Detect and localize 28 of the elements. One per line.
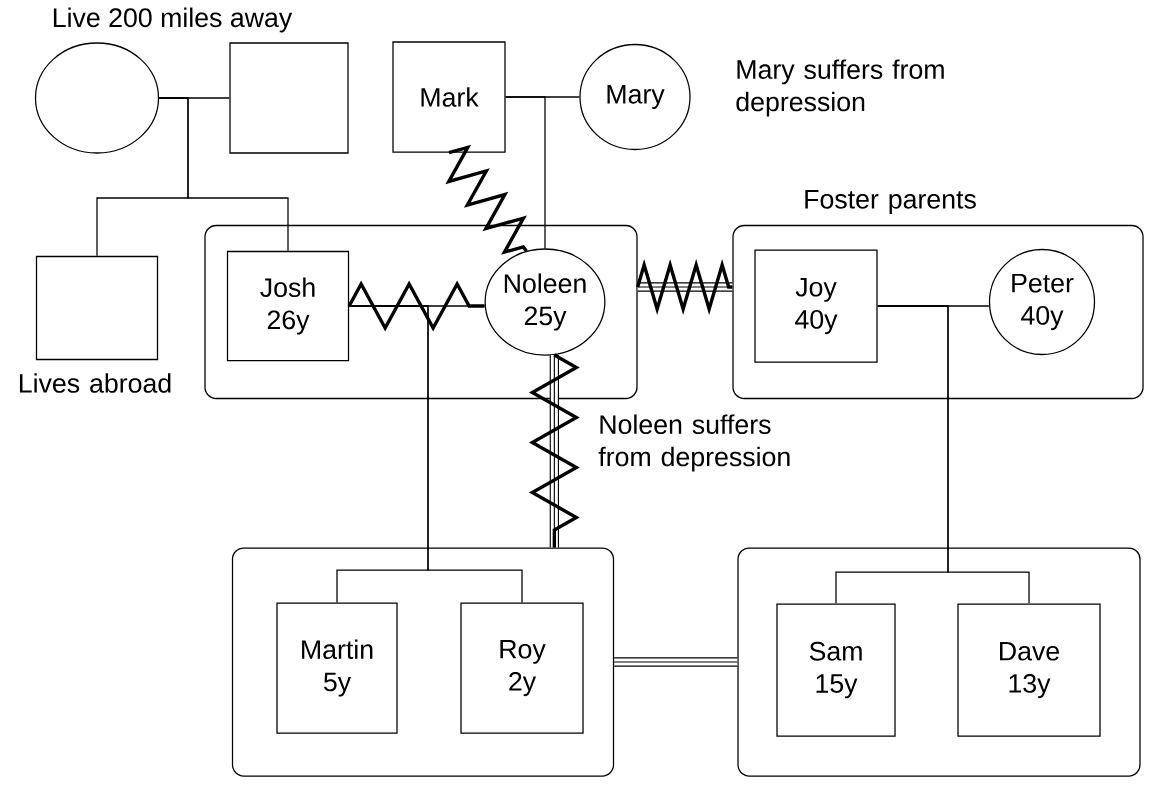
conflict-zigzag-line xyxy=(636,259,733,315)
close-relationship-line xyxy=(613,657,738,667)
annotation-text: Live 200 miles away xyxy=(53,7,293,33)
annotation-text: Foster parents xyxy=(805,190,976,214)
annotation-text: Lives abroad xyxy=(19,373,171,393)
conflict-zigzag-line xyxy=(528,353,580,548)
male-square: Dave 13y xyxy=(957,603,1101,737)
male-square xyxy=(229,42,349,154)
relationship-line xyxy=(877,305,1030,604)
male-square: Mark xyxy=(392,41,506,153)
female-circle xyxy=(34,42,160,154)
relationship-line xyxy=(505,96,546,249)
household-box xyxy=(231,547,615,777)
conflict-zigzag-line xyxy=(445,144,528,255)
annotation-text: Mary suffers from depression xyxy=(736,59,944,117)
household-box xyxy=(204,224,638,400)
male-square: Martin 5y xyxy=(276,602,398,734)
male-square: Sam 15y xyxy=(776,603,896,737)
household-box xyxy=(732,224,1144,400)
male-square xyxy=(35,255,159,361)
relationship-line xyxy=(158,97,289,252)
relationship-line xyxy=(348,305,523,603)
household-box xyxy=(737,547,1141,777)
male-square: Joy 40y xyxy=(754,249,878,363)
male-square: Josh 26y xyxy=(226,250,350,362)
conflict-zigzag-line xyxy=(347,280,485,332)
annotation-text: Noleen suffers from depression xyxy=(598,414,790,472)
male-square: Roy 2y xyxy=(460,602,584,734)
